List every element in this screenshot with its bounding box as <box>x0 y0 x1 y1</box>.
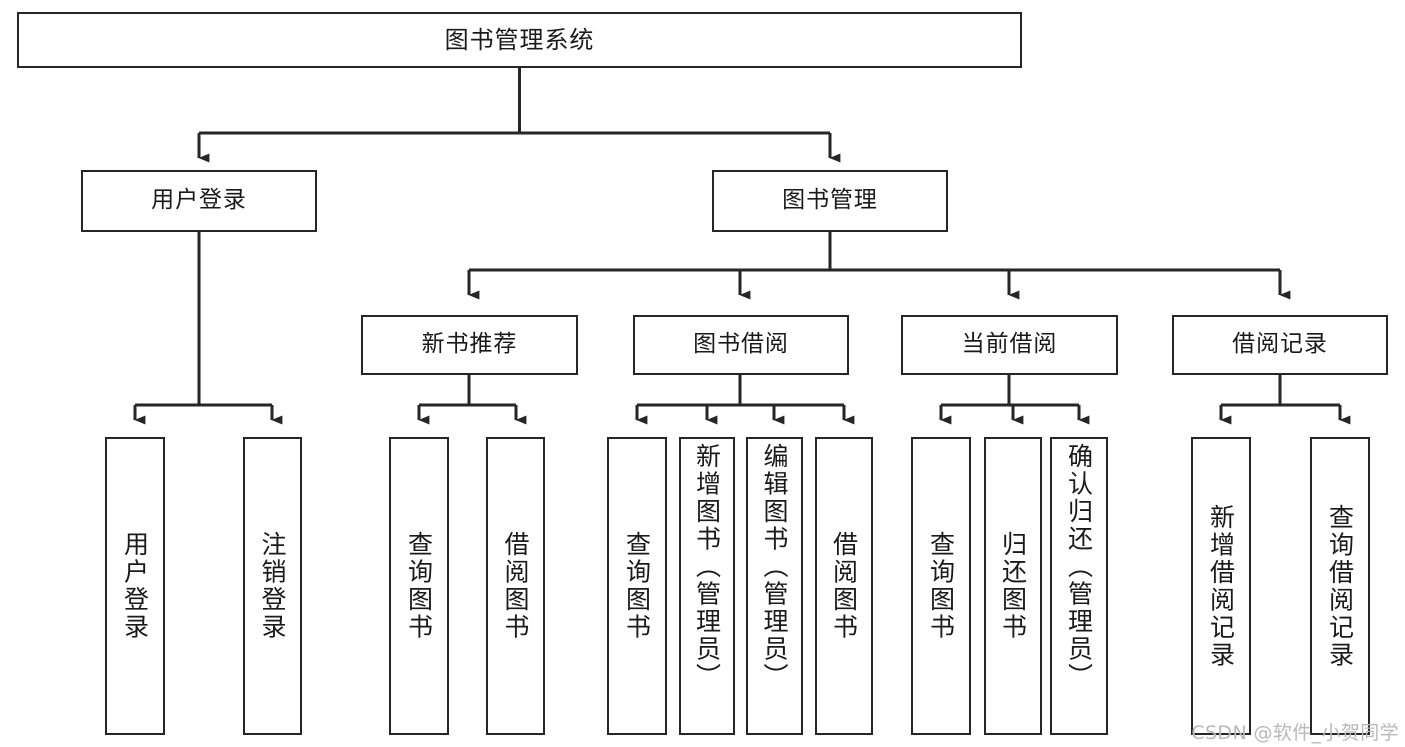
node-leaf-user-login[interactable]: 用户登录 <box>105 437 165 735</box>
node-user-login[interactable]: 用户登录 <box>81 170 317 232</box>
node-current-borrow[interactable]: 当前借阅 <box>901 315 1118 375</box>
node-leaf-query-borrow-record-label: 查询借阅记录 <box>1325 503 1355 669</box>
node-leaf-logout-login[interactable]: 注销登录 <box>243 437 302 735</box>
node-book-management-label: 图书管理 <box>782 187 878 214</box>
node-leaf-query-book-2-label: 查询图书 <box>622 531 652 641</box>
node-book-management[interactable]: 图书管理 <box>712 170 948 232</box>
node-leaf-query-book-3[interactable]: 查询图书 <box>911 437 971 735</box>
node-current-borrow-label: 当前借阅 <box>961 331 1058 358</box>
node-leaf-edit-book-admin-label: 编辑图书（管理员） <box>760 443 789 691</box>
node-new-book-recommend[interactable]: 新书推荐 <box>361 315 578 375</box>
node-borrow-record-label: 借阅记录 <box>1232 331 1328 358</box>
node-leaf-query-book-1-label: 查询图书 <box>404 531 434 641</box>
csdn-watermark: CSDN @软件_小贺同学 <box>1191 722 1399 744</box>
node-leaf-add-borrow-record[interactable]: 新增借阅记录 <box>1191 437 1251 735</box>
node-borrow-record[interactable]: 借阅记录 <box>1172 315 1388 375</box>
node-book-borrow-label: 图书借阅 <box>693 331 789 358</box>
node-book-borrow[interactable]: 图书借阅 <box>633 315 849 375</box>
node-leaf-add-book-admin[interactable]: 新增图书（管理员） <box>679 437 735 735</box>
node-leaf-user-login-label: 用户登录 <box>120 531 150 641</box>
node-leaf-query-book-3-label: 查询图书 <box>926 531 956 641</box>
node-leaf-add-borrow-record-label: 新增借阅记录 <box>1206 503 1236 669</box>
node-leaf-add-book-admin-label: 新增图书（管理员） <box>692 443 722 691</box>
node-leaf-borrow-book-1[interactable]: 借阅图书 <box>486 437 545 735</box>
node-new-book-recommend-label: 新书推荐 <box>421 331 518 358</box>
node-leaf-confirm-return-admin-label: 确认归还（管理员） <box>1064 443 1094 691</box>
node-leaf-query-borrow-record[interactable]: 查询借阅记录 <box>1310 437 1370 735</box>
node-user-login-label: 用户登录 <box>151 187 247 214</box>
node-leaf-borrow-book-2[interactable]: 借阅图书 <box>815 437 873 735</box>
node-leaf-query-book-1[interactable]: 查询图书 <box>389 437 449 735</box>
node-leaf-query-book-2[interactable]: 查询图书 <box>607 437 667 735</box>
node-root-label: 图书管理系统 <box>444 25 595 54</box>
node-leaf-borrow-book-2-label: 借阅图书 <box>829 531 859 641</box>
node-leaf-return-book-label: 归还图书 <box>998 531 1028 641</box>
node-leaf-confirm-return-admin[interactable]: 确认归还（管理员） <box>1050 437 1108 735</box>
node-leaf-edit-book-admin[interactable]: 编辑图书（管理员） <box>746 437 803 735</box>
node-leaf-borrow-book-1-label: 借阅图书 <box>501 531 530 641</box>
node-leaf-return-book[interactable]: 归还图书 <box>984 437 1042 735</box>
node-root-system[interactable]: 图书管理系统 <box>17 12 1022 68</box>
node-leaf-logout-login-label: 注销登录 <box>258 531 287 641</box>
